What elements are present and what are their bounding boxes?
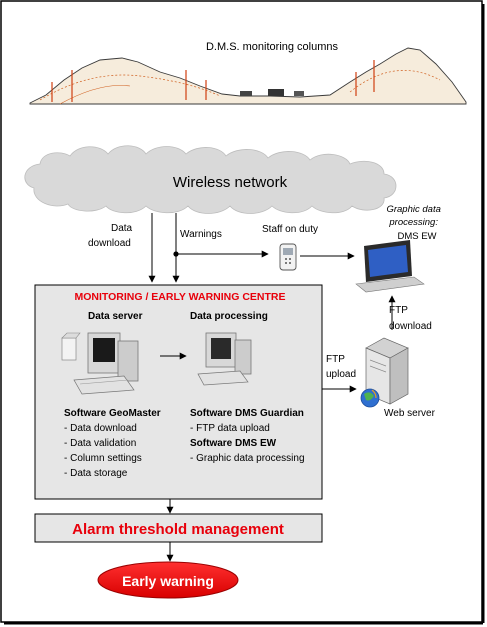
ftp-upload-label: FTP upload: [326, 354, 356, 380]
building-shape: [240, 91, 252, 96]
web-server-icon: [360, 337, 409, 408]
early-warning-label: Early warning: [122, 573, 214, 589]
data-download-label: Data download: [88, 223, 135, 249]
centre-title: MONITORING / EARLY WARNING CENTRE: [75, 291, 286, 303]
building-shape: [268, 89, 284, 96]
graphic-processing-label: Graphic data processing: DMS EW: [386, 204, 443, 242]
software-dms-ew: Software DMS EW: [190, 438, 277, 449]
alarm-label: Alarm threshold management: [72, 521, 284, 538]
laptop-icon: [355, 240, 425, 293]
phone-icon: [279, 243, 297, 271]
software-geomaster: Software GeoMaster: [64, 408, 161, 419]
building-shape: [294, 91, 304, 96]
monitoring-centre-box: [34, 284, 323, 500]
software-dms-guardian: Software DMS Guardian: [190, 408, 304, 419]
data-processing-heading: Data processing: [190, 311, 268, 322]
early-warning-ellipse: [97, 561, 239, 599]
web-server-label: Web server: [384, 408, 436, 419]
processing-computer-icon: [197, 332, 252, 386]
data-server-heading: Data server: [88, 311, 143, 322]
ftp-data-upload-item: - FTP data upload: [190, 423, 270, 434]
warnings-label: Warnings: [180, 229, 222, 240]
data-server-items: - Data download - Data validation - Colu…: [64, 423, 145, 479]
mountain-profile: [29, 47, 467, 105]
server-computer-icon: [61, 332, 139, 395]
alarm-threshold-box: [34, 513, 323, 543]
graphic-data-processing-item: - Graphic data processing: [190, 453, 305, 464]
wireless-cloud: [24, 145, 397, 214]
top-title: D.M.S. monitoring columns: [206, 41, 339, 53]
network-label: Wireless network: [173, 174, 288, 191]
staff-label: Staff on duty: [262, 224, 318, 235]
ftp-download-label: FTP download: [389, 305, 432, 332]
